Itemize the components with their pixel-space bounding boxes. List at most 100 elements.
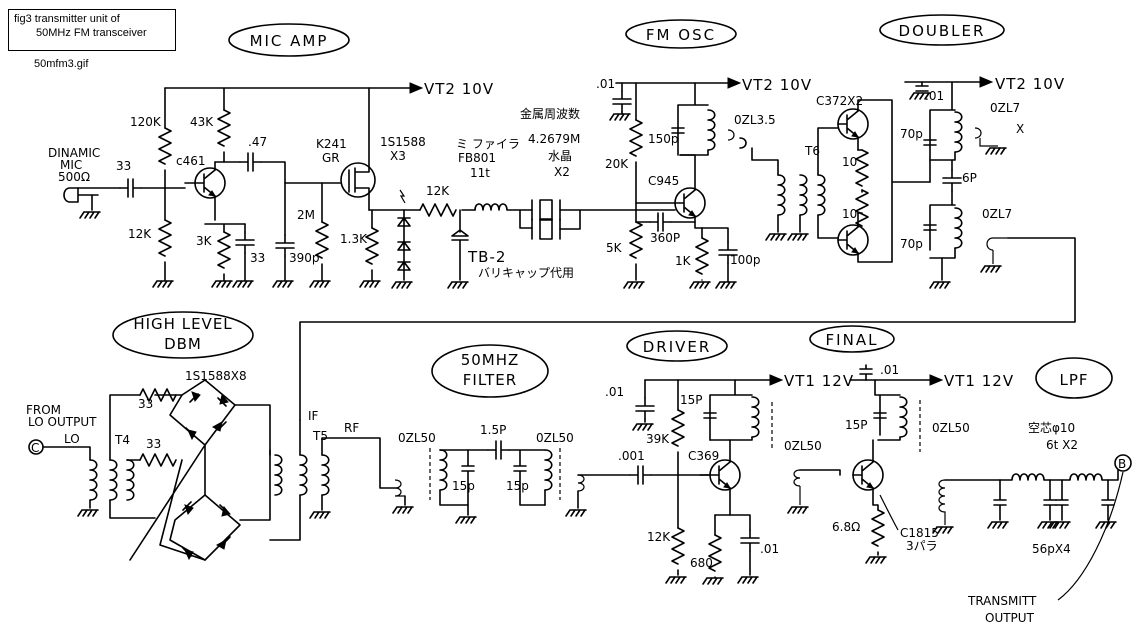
lpf-stage: 空芯φ10 6t X2 B 56pX4 TRANSMITT OUTPUT [932, 421, 1132, 625]
final-text: FINAL [826, 331, 879, 349]
t6-label: T6 [804, 144, 820, 158]
final-c-tank-label: 15P [845, 418, 868, 432]
from-label-1: FROM [26, 403, 61, 417]
doubler-c-tank2-label: 70p [900, 237, 923, 251]
c369-label: C369 [688, 449, 719, 463]
t5-label: T5 [312, 429, 328, 443]
lpf-coil-label-2: 6t X2 [1046, 438, 1078, 452]
bead-label-1: ミ ファイラ [456, 137, 520, 151]
osc-coil-label: 0ZL3.5 [734, 113, 776, 127]
xtal-count: X2 [554, 165, 570, 179]
mic-amp-stage: VT2 10V DINAMIC MIC 500Ω 33 120K 12K c46… [48, 80, 574, 289]
driver-r-top-label: 39K [646, 432, 670, 446]
caption-line-1: fig3 transmitter unit of [14, 13, 120, 25]
mic-amp-text: MIC AMP [250, 32, 329, 50]
dbm-stage: FROM LO OUTPUT C LO T4 33 33 1S1588X8 IF [26, 369, 396, 561]
rf-label: RF [344, 421, 359, 435]
driver-text: DRIVER [643, 338, 712, 356]
osc-c-dec-label: .01 [596, 77, 615, 91]
mic-impedance: 500Ω [58, 170, 90, 184]
doubler-r2-label: 10 [842, 207, 857, 221]
section-label-high-level-dbm: HIGH LEVEL DBM [112, 311, 254, 359]
filter-mhz-text: 50MHZ [461, 351, 520, 369]
r-col-label: 43K [190, 115, 214, 129]
bead-label-2: FB801 [458, 151, 496, 165]
osc-r-top-label: 20K [605, 157, 629, 171]
varicap-label: TB-2 [467, 248, 506, 266]
c-couple-label: .47 [248, 135, 267, 149]
c945-label: C945 [648, 174, 679, 188]
output-label-2: OUTPUT [985, 611, 1035, 625]
c461-label: c461 [176, 154, 206, 168]
xtal-title: 金属周波数 [520, 106, 580, 121]
doubler-r1-label: 10 [842, 155, 857, 169]
dbm-r2-label: 33 [146, 437, 161, 451]
filter-word-text: FILTER [463, 371, 517, 389]
vt1-label-final: VT1 12V [944, 372, 1014, 390]
filter-c1-label: 15p [452, 479, 475, 493]
filter-c-out-label: .001 [618, 449, 645, 463]
final-c-dec-label: .01 [880, 363, 899, 377]
vt2-label-mic: VT2 10V [424, 80, 494, 98]
dbm-r1-label: 33 [138, 397, 153, 411]
final-stage: VT1 12V .01 15P 0ZL50 6.8Ω C1815 3パラ [832, 363, 1014, 564]
diodes-label: 1S1588 [380, 135, 426, 149]
driver-r-em-label: 680 [690, 556, 713, 570]
osc-r-bot-label: 5K [606, 241, 623, 255]
driver-coil-label: 0ZL50 [784, 439, 822, 453]
section-label-fm-osc: FM OSC [625, 19, 737, 49]
doubler-c-dec-label: .01 [925, 89, 944, 103]
filter-c2-label: 15p [506, 479, 529, 493]
dbm-diodes-label: 1S1588X8 [185, 369, 247, 383]
osc-c-em-label: 100p [730, 253, 761, 267]
r-mod-label: 12K [426, 184, 450, 198]
doubler-c-tank1-label: 70p [900, 127, 923, 141]
file-name: 50mfm3.gif [34, 58, 89, 70]
output-label-1: TRANSMITT [967, 594, 1037, 608]
from-label-2: LO OUTPUT [28, 415, 97, 429]
lo-label: LO [64, 432, 80, 446]
caption-line-2: 50MHz FM transceiver [36, 27, 147, 39]
r-src-label: 1.3K [340, 232, 368, 246]
driver-stage: VT1 12V .01 39K 12K C369 680 .01 15P [605, 372, 854, 585]
vt1-label-driver: VT1 12V [784, 372, 854, 390]
fet-label: K241 [316, 137, 347, 151]
osc-r-em-label: 1K [675, 254, 692, 268]
doubler-transistors-label: C372X2 [816, 94, 863, 108]
final-r-em-label: 6.8Ω [832, 520, 860, 534]
fet2-label: GR [322, 151, 340, 165]
filter-coil2-label: 0ZL50 [536, 431, 574, 445]
doubler-stage: T6 C372X2 10 10 VT2 10V .01 70p 0ZL7 X [299, 75, 1076, 421]
section-label-50mhz-filter: 50MHZ FILTER [431, 344, 549, 398]
mic-label-1: DINAMIC [48, 146, 100, 160]
term-b-label: B [1118, 457, 1126, 471]
high-level-text: HIGH LEVEL [133, 315, 232, 333]
t4-label: T4 [114, 433, 130, 447]
if-label: IF [308, 409, 319, 423]
c-fb-label: 360P [650, 231, 680, 245]
filter-coil1-label: 0ZL50 [398, 431, 436, 445]
r-top-label: 120K [130, 115, 162, 129]
doubler-coil2-label: 0ZL7 [982, 207, 1012, 221]
r-gate-label: 2M [297, 208, 315, 222]
bead-label-3: 11t [470, 166, 490, 180]
lpf-text: LPF [1059, 371, 1088, 389]
section-label-mic-amp: MIC AMP [228, 23, 350, 57]
filter-stage: 0ZL50 15p 1.5P 15p 0ZL50 .001 [392, 423, 711, 524]
vt2-label-doubler: VT2 10V [995, 75, 1065, 93]
diodes-count: X3 [390, 149, 406, 163]
lpf-caps-label: 56pX4 [1032, 542, 1071, 556]
fm-osc-stage: 金属周波数 4.2679M 水晶 X2 VT2 10V .01 20K 5K C… [519, 76, 811, 289]
lpf-coil-label-1: 空芯φ10 [1028, 421, 1075, 435]
r-bot-label: 12K [128, 227, 152, 241]
mic-label-2: MIC [60, 158, 82, 172]
section-label-driver: DRIVER [626, 330, 728, 362]
term-c-label: C [31, 441, 39, 455]
doubler-coil1-label: 0ZL7 [990, 101, 1020, 115]
final-transistor-note: 3パラ [906, 539, 938, 553]
driver-c-em-label: .01 [760, 542, 779, 556]
varicap-note: バリキャップ代用 [478, 266, 574, 280]
c-in-label: 33 [116, 159, 131, 173]
figure-caption: fig3 transmitter unit of 50MHz FM transc… [8, 9, 176, 51]
